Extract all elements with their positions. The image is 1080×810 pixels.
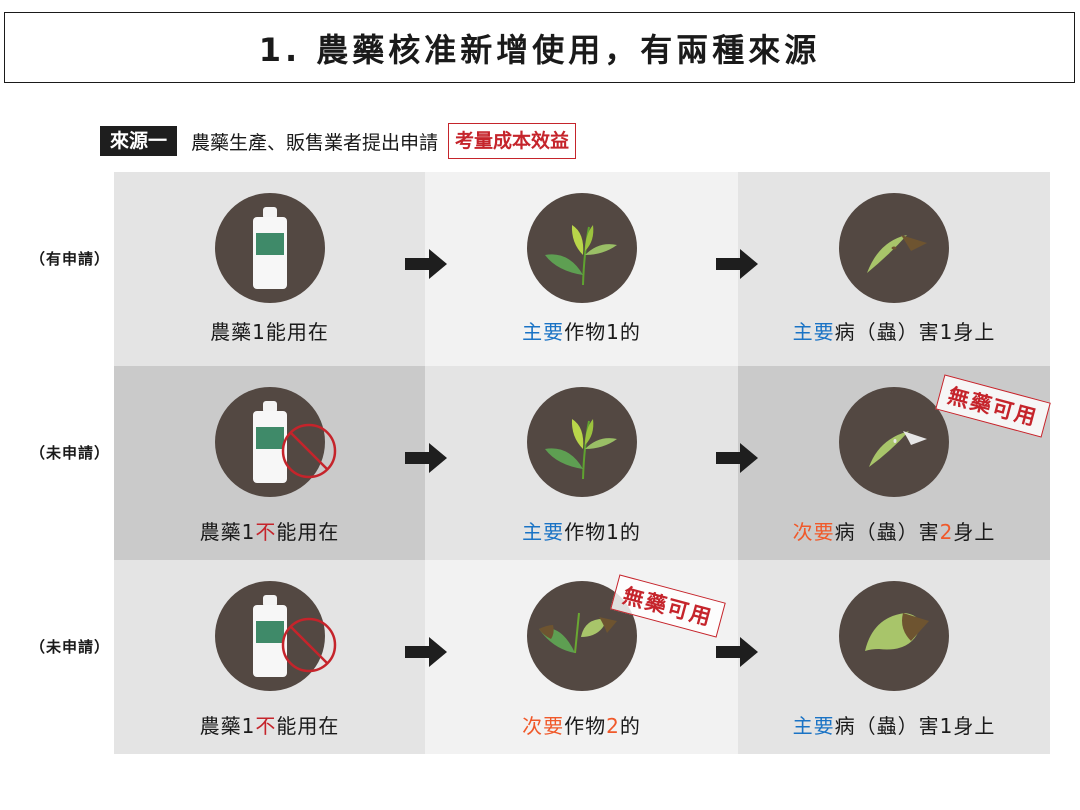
caption-highlight: 主要 bbox=[522, 320, 565, 344]
title-box: 1. 農藥核准新增使用，有兩種來源 bbox=[4, 12, 1075, 83]
tea-plant-icon bbox=[526, 387, 637, 497]
prohibited-icon bbox=[281, 423, 337, 479]
cell-caption: 農藥1不能用在 bbox=[114, 516, 425, 545]
arrow-right-icon bbox=[405, 443, 447, 473]
pesticide-bottle-icon bbox=[214, 581, 325, 691]
caption-highlight: 主要 bbox=[522, 520, 565, 544]
caption-highlight: 次要 bbox=[522, 714, 565, 738]
arrow-right-icon bbox=[405, 637, 447, 667]
cell-pesticide: 農藥1不能用在 bbox=[114, 560, 425, 754]
caption-text: 能用在 bbox=[276, 520, 340, 544]
cell-caption: 次要病（蟲）害2身上 bbox=[738, 516, 1050, 545]
caption-text: 農藥1能用在 bbox=[210, 320, 329, 344]
pesticide-bottle-icon bbox=[214, 193, 325, 303]
diseased-leaf-icon bbox=[839, 387, 949, 497]
caption-text: 的 bbox=[619, 714, 641, 738]
caption-text: 作物1的 bbox=[564, 320, 641, 344]
caption-negation: 不 bbox=[255, 714, 277, 738]
flow-grid: （有申請） 農藥1能用在 主要作物1的 主要病（蟲）害1身上 bbox=[30, 172, 1051, 754]
flow-row-not-applied-crop: （未申請） 農藥1不能用在 無藥可用 次要作物2的 主要病（蟲）害1 bbox=[30, 560, 1050, 754]
row-label: （有申請） bbox=[30, 250, 111, 268]
source-tag: 來源一 bbox=[100, 126, 178, 156]
no-pesticide-stamp: 無藥可用 bbox=[935, 374, 1051, 438]
arrow-right-icon bbox=[405, 249, 447, 279]
cell-pest: 主要病（蟲）害1身上 bbox=[738, 172, 1050, 366]
caption-highlight: 主要 bbox=[792, 714, 835, 738]
arrow-right-icon bbox=[716, 443, 758, 473]
cell-crop: 主要作物1的 bbox=[425, 366, 738, 560]
cell-caption: 農藥1不能用在 bbox=[114, 710, 425, 739]
cell-caption: 次要作物2的 bbox=[425, 710, 738, 739]
cell-pesticide: 農藥1能用在 bbox=[114, 172, 425, 366]
cell-caption: 主要作物1的 bbox=[425, 516, 738, 545]
cell-caption: 主要病（蟲）害1身上 bbox=[738, 710, 1050, 739]
caption-text: 身上 bbox=[953, 520, 996, 544]
caption-highlight: 主要 bbox=[792, 320, 835, 344]
row-label: （未申請） bbox=[30, 638, 111, 656]
source-line: 來源一 農藥生產、販售業者提出申請 考量成本效益 bbox=[100, 122, 577, 160]
caption-text: 能用在 bbox=[276, 714, 340, 738]
damaged-leaf-icon bbox=[839, 581, 949, 691]
cell-pesticide: 農藥1不能用在 bbox=[114, 366, 425, 560]
cell-caption: 農藥1能用在 bbox=[114, 316, 425, 345]
source-highlight-box: 考量成本效益 bbox=[448, 123, 577, 159]
pesticide-bottle-icon bbox=[214, 387, 325, 497]
caption-highlight: 2 bbox=[939, 520, 954, 544]
caption-highlight: 次要 bbox=[792, 520, 835, 544]
source-description: 農藥生產、販售業者提出申請 bbox=[191, 131, 439, 154]
page-title: 1. 農藥核准新增使用，有兩種來源 bbox=[258, 30, 821, 69]
caption-text: 病（蟲）害1身上 bbox=[834, 714, 996, 738]
caption-text: 作物1的 bbox=[564, 520, 641, 544]
prohibited-icon bbox=[281, 617, 337, 673]
cell-caption: 主要病（蟲）害1身上 bbox=[738, 316, 1050, 345]
diseased-leaf-icon bbox=[839, 193, 949, 303]
cell-pest: 主要病（蟲）害1身上 bbox=[738, 560, 1050, 754]
arrow-right-icon bbox=[716, 637, 758, 667]
caption-text: 病（蟲）害 bbox=[834, 520, 940, 544]
row-label: （未申請） bbox=[30, 444, 111, 462]
flow-row-not-applied-pest: （未申請） 農藥1不能用在 主要作物1的 無藥可用 次要病（蟲）害2 bbox=[30, 366, 1051, 560]
cell-crop: 無藥可用 次要作物2的 bbox=[425, 560, 738, 754]
cell-caption: 主要作物1的 bbox=[425, 316, 738, 345]
caption-text: 病（蟲）害1身上 bbox=[834, 320, 996, 344]
caption-text: 作物 bbox=[564, 714, 607, 738]
caption-highlight: 2 bbox=[606, 714, 620, 738]
caption-text: 農藥1 bbox=[199, 520, 256, 544]
cell-pest: 無藥可用 次要病（蟲）害2身上 bbox=[738, 366, 1051, 560]
arrow-right-icon bbox=[716, 249, 758, 279]
tea-plant-icon bbox=[526, 193, 637, 303]
caption-text: 農藥1 bbox=[199, 714, 256, 738]
flow-row-applied: （有申請） 農藥1能用在 主要作物1的 主要病（蟲）害1身上 bbox=[30, 172, 1050, 366]
caption-negation: 不 bbox=[255, 520, 277, 544]
cell-crop: 主要作物1的 bbox=[425, 172, 738, 366]
